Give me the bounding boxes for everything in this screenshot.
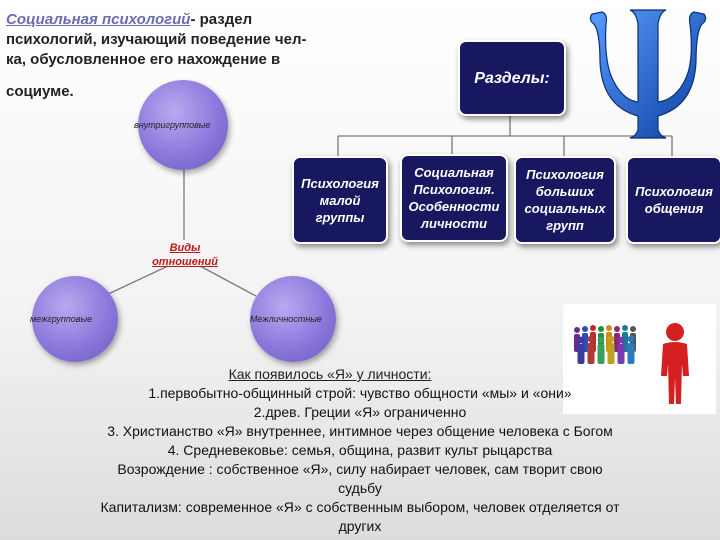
circle-interpersonal-label: Межличностные: [250, 314, 322, 324]
history-line: 2.древ. Греции «Я» ограниченно: [253, 404, 467, 420]
section-box-personality: Социальная Психология. Особенности лично…: [400, 154, 508, 242]
circle-intergroup-label: межгрупповые: [30, 314, 93, 324]
section-box-communication: Психология общения: [626, 156, 720, 244]
intro-line4: социуме.: [6, 83, 74, 100]
crowd-of-people-icon: [574, 323, 689, 404]
highlighted-figure: [661, 323, 689, 404]
crowd-image: [563, 304, 716, 414]
intro-term: Социальная психологий: [6, 11, 191, 28]
psi-icon: [589, 9, 707, 139]
section-label-small-group: Психология малой группы: [301, 175, 379, 225]
section-label-communication: Психология общения: [635, 184, 713, 216]
section-label-personality: Социальная Психология. Особенности лично…: [408, 165, 500, 231]
history-line: судьбу: [338, 480, 382, 496]
section-box-small-group: Психология малой группы: [292, 156, 388, 244]
circle-intergroup: межгрупповые: [30, 276, 118, 362]
intro-line2: психологий, изучающий поведение чел-: [6, 31, 307, 48]
small-figures: [574, 325, 636, 364]
sections-heading: Разделы:: [474, 69, 550, 87]
circle-intragroup-label: внутригрупповые: [134, 120, 211, 130]
history-line: 3. Христианство «Я» внутреннее, интимное…: [107, 423, 613, 439]
history-heading: Как появилось «Я» у личности:: [228, 366, 432, 382]
history-line: Капитализм: современное «Я» с собственны…: [100, 499, 620, 515]
intro-text: Социальная психологий- раздел психологий…: [6, 10, 366, 102]
history-line: других: [338, 518, 382, 534]
connector-center-left: [103, 265, 169, 297]
connector-center-right: [199, 265, 257, 297]
section-box-large-groups: Психология больших социальных групп: [514, 156, 616, 244]
sections-heading-box: Разделы:: [458, 40, 566, 116]
section-label-large-groups: Психология больших социальных групп: [524, 167, 606, 233]
intro-line3: ка, обусловленное его нахождение в: [6, 51, 281, 68]
history-line: 4. Средневековье: семья, община, развит …: [167, 442, 553, 458]
circle-interpersonal: Межличностные: [250, 276, 336, 362]
relations-label: Виды отношений: [152, 242, 218, 268]
history-line: 1.первобытно-общинный строй: чувство общ…: [148, 385, 572, 401]
circle-intragroup: внутригрупповые: [134, 80, 228, 170]
intro-dash: - раздел: [190, 11, 253, 28]
history-line: Возрождение : собственное «Я», силу наби…: [117, 461, 603, 477]
history-section: Как появилось «Я» у личности: 1.первобыт…: [0, 365, 720, 536]
